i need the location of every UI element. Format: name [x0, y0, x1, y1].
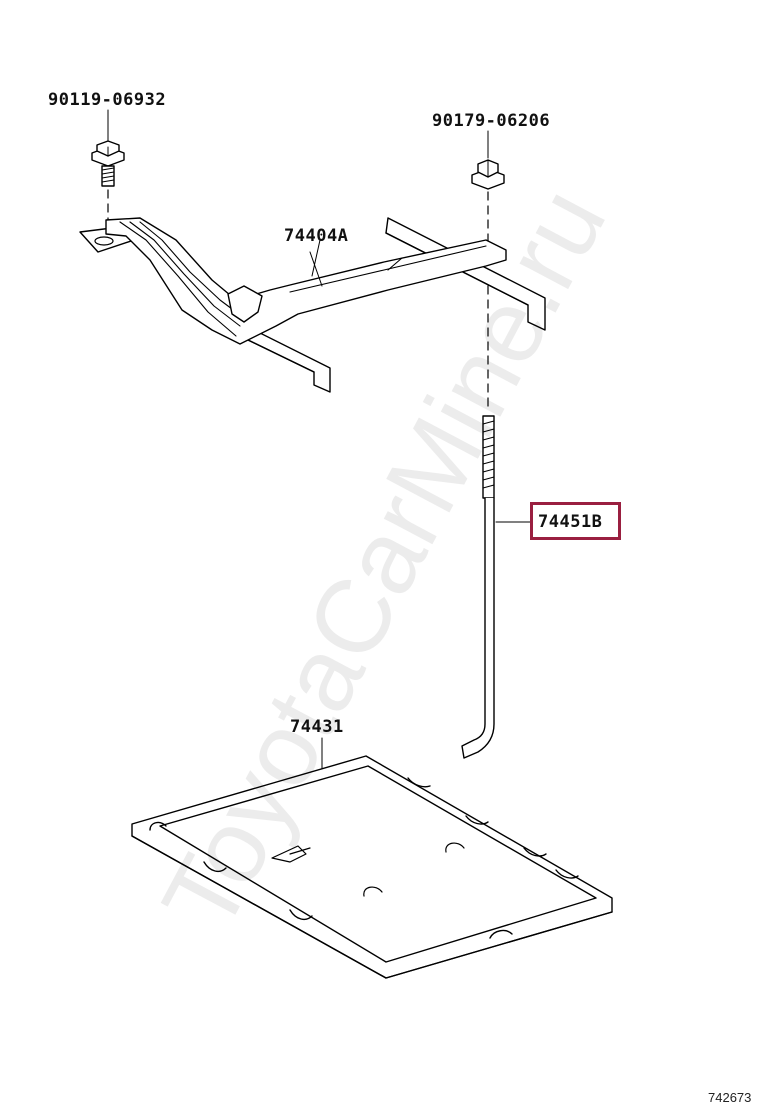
part-label-tray[interactable]: 74431 — [290, 717, 344, 737]
part-label-clamp[interactable]: 74404A — [284, 226, 349, 246]
part-label-bolt[interactable]: 90119-06932 — [48, 90, 167, 110]
nut-icon[interactable] — [471, 130, 505, 411]
diagram-id: 742673 — [708, 1090, 752, 1105]
highlight-box — [530, 502, 621, 540]
part-label-rod[interactable]: 74451B — [538, 512, 603, 532]
bolt-icon[interactable] — [91, 109, 125, 239]
clamp-icon[interactable] — [79, 217, 546, 393]
tray-icon[interactable] — [131, 737, 613, 979]
rod-icon[interactable] — [461, 415, 533, 759]
part-label-nut[interactable]: 90179-06206 — [432, 111, 551, 131]
